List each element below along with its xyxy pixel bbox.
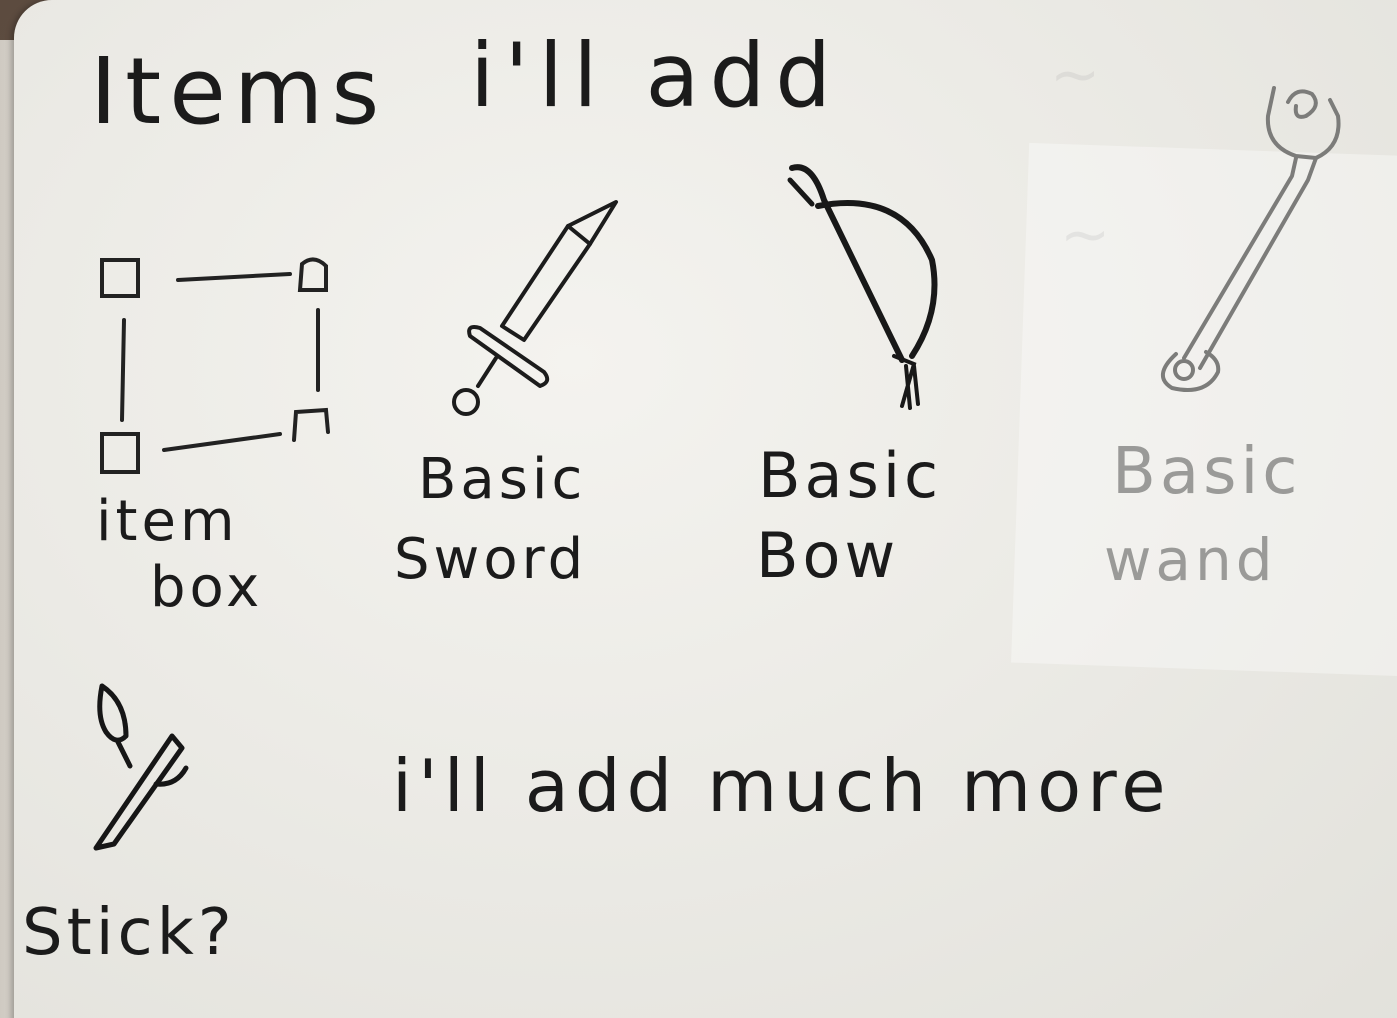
bow-label-line1: Basic (758, 439, 943, 512)
paper-sheet (14, 0, 1397, 1018)
wand-label-line2: wand (1104, 526, 1277, 594)
heading-items: Items (90, 38, 388, 145)
wand-label-line1: Basic (1112, 435, 1302, 509)
more-items-note: i'll add much more (392, 744, 1172, 828)
heading-add: i'll add (470, 24, 842, 127)
show-through-mark: ~ (1060, 200, 1111, 270)
item-box-label-line1: item (96, 489, 239, 554)
sword-label-line1: Basic (418, 447, 587, 512)
stick-sketch-icon (93, 683, 189, 851)
sword-label-line2: Sword (394, 527, 588, 592)
sword-sketch-icon (452, 200, 618, 416)
item-box-label-line2: box (150, 555, 264, 620)
show-through-mark: ~ (1050, 40, 1101, 110)
bow-sketch-icon (787, 164, 938, 410)
bow-label-line2: Bow (756, 519, 900, 592)
stick-label: Stick? (22, 896, 236, 970)
item-box-sketch-icon (100, 257, 330, 474)
wand-sketch-icon (1161, 86, 1341, 392)
